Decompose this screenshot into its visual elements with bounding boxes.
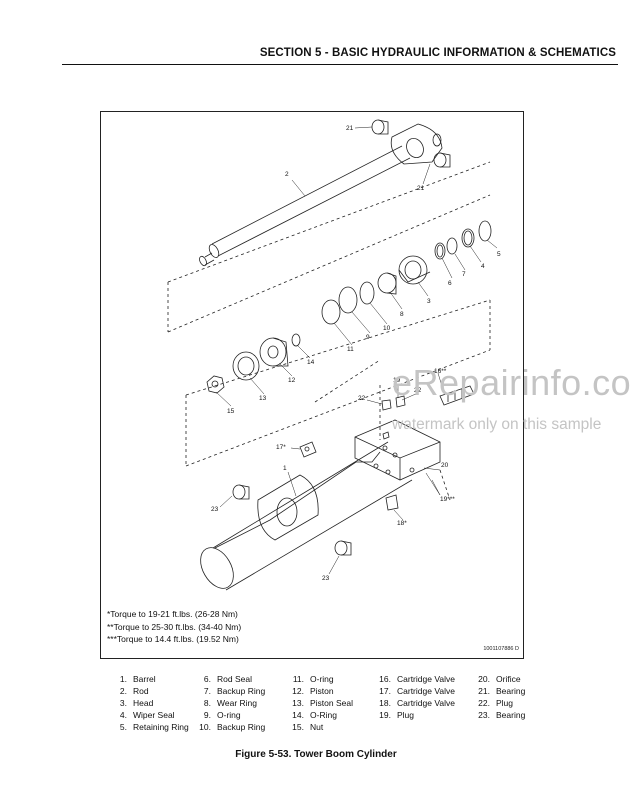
bearing-23-left [232,484,250,500]
assembly-guides [167,161,491,501]
callout-16: 16** [434,368,447,375]
callout-23: 23 [211,506,219,513]
parts-list-item: 9.O-ring [203,710,241,720]
callout-23: 23 [322,575,330,582]
callout-14: 14 [307,359,315,366]
parts-list-item: 6.Rod Seal [203,674,252,684]
callout-15: 15 [227,408,235,415]
parts-list-item: 4.Wiper Seal [119,710,175,720]
parts-list-item: 1.Barrel [119,674,156,684]
exploded-view-drawing: 21 21 2 5 4 7 6 3 8 10 9 11 14 12 13 15 … [167,119,501,591]
callout-8: 8 [400,311,404,318]
parts-list-item: 5.Retaining Ring [119,722,189,732]
watermark-subtext: watermark only on this sample [392,416,602,433]
cartridge-valve-16 [439,385,475,406]
valve-block [354,419,441,481]
parts-list-item: 23.Bearing [478,710,526,720]
seal-rings-group [206,220,492,394]
parts-list-column-5: 20.Orifice 21.Bearing 22.Plug 23.Bearing [476,673,525,721]
callout-18: 18* [397,520,407,527]
callout-19: 19 [393,377,401,384]
cartridge-valve-18 [385,494,399,511]
parts-list-item: 19.Plug [379,710,415,720]
parts-list-item: 17.Cartridge Valve [379,686,455,696]
cartridge-valve-17 [299,441,317,458]
parts-list-item: 13.Piston Seal [292,698,353,708]
parts-list-column-3: 11.O-ring 12.Piston 13.Piston Seal 14.O-… [290,673,353,733]
bearing-21-top [371,119,389,135]
parts-list-item: 3.Head [119,698,154,708]
callout-12: 12 [288,377,296,384]
callout-5: 5 [497,251,501,258]
parts-list-item: 12.Piston [292,686,334,696]
torque-note: **Torque to 25-30 ft.lbs. (34-40 Nm) [107,621,242,632]
callout-10: 10 [383,325,391,332]
torque-note: ***Torque to 14.4 ft.lbs. (19.52 Nm) [107,634,239,644]
torque-note: *Torque to 19-21 ft.lbs. (26-28 Nm) [107,609,238,619]
bearing-23-right [334,540,352,556]
barrel-part [200,441,413,591]
figure-caption: Figure 5-53. Tower Boom Cylinder [235,749,397,760]
section-header: SECTION 5 - BASIC HYDRAULIC INFORMATION … [259,47,616,59]
callout-17: 17* [276,444,286,451]
callout-1: 1 [283,465,287,472]
callout-9: 9 [366,334,370,341]
parts-list-column-1: 1.Barrel 2.Rod 3.Head 4.Wiper Seal 5.Ret… [117,673,189,733]
callout-3: 3 [427,298,431,305]
parts-list-item: 14.O-Ring [292,710,337,720]
callout-19: 19*** [440,496,455,503]
parts-list-item: 22.Plug [478,698,514,708]
rod-part [199,123,443,267]
parts-list-item: 2.Rod [119,686,149,696]
parts-list-item: 7.Backup Ring [203,686,266,696]
callout-7: 7 [462,271,466,278]
callout-2: 2 [285,171,289,178]
parts-list-item: 18.Cartridge Valve [379,698,455,708]
parts-list-column-4: 16.Cartridge Valve 17.Cartridge Valve 18… [377,673,455,721]
parts-list-item: 16.Cartridge Valve [379,674,455,684]
callout-21: 21 [417,185,425,192]
watermark: eRepairinfo.com [392,362,632,403]
callout-20: 20 [441,462,449,469]
callout-13: 13 [259,395,267,402]
parts-list-column-2: 6.Rod Seal 7.Backup Ring 8.Wear Ring 9.O… [197,673,265,733]
callout-11: 11 [347,346,354,353]
torque-notes: *Torque to 19-21 ft.lbs. (26-28 Nm) **To… [107,608,241,646]
parts-list-item: 10.Backup Ring [199,722,266,732]
plugs-22-19 [381,395,406,440]
parts-list-item: 15.Nut [292,722,324,732]
parts-list-item: 8.Wear Ring [203,698,257,708]
callout-22: 22 [414,387,422,394]
parts-list-item: 11.O-ring [292,674,334,684]
header-rule [62,64,618,65]
drawing-id: 1001107886 D [483,646,519,652]
parts-list-item: 20.Orifice [478,674,521,684]
figure-frame: 21 21 2 5 4 7 6 3 8 10 9 11 14 12 13 15 … [100,111,524,659]
callout-4: 4 [481,263,485,270]
bearing-21-bottom [433,152,451,168]
parts-list-item: 21.Bearing [478,686,526,696]
leader-lines [215,126,498,575]
callout-22: 22 [358,395,366,402]
callout-6: 6 [448,280,452,287]
callout-21: 21 [346,125,354,132]
